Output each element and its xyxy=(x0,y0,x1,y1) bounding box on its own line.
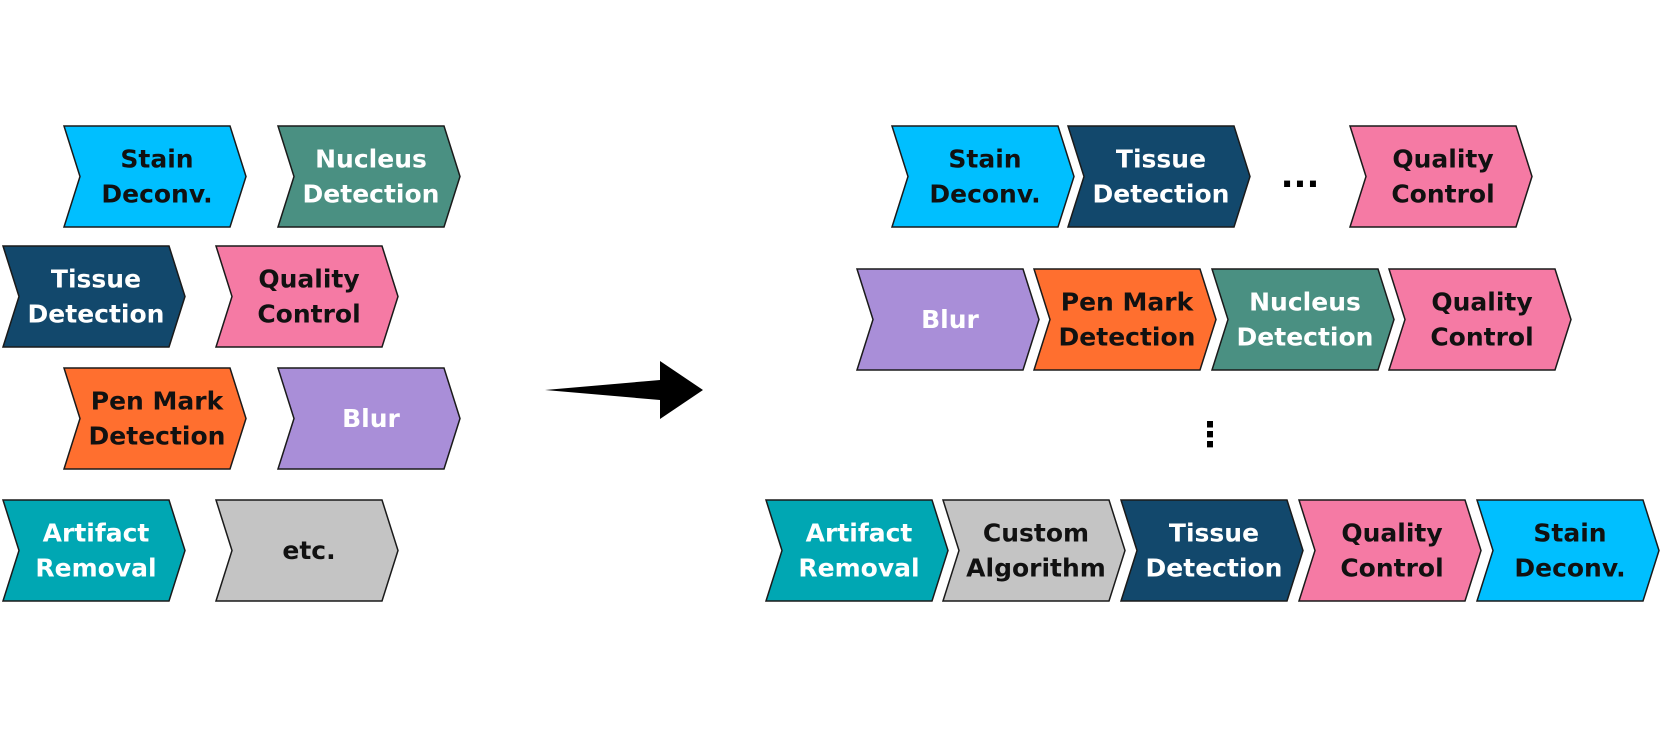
pipeline-3-step-shape xyxy=(941,499,1126,602)
pipeline-2-step: Blur xyxy=(855,268,1040,371)
pipeline-3-step-label-line: Removal xyxy=(798,554,919,583)
pipeline-3-step-label-line: Control xyxy=(1340,554,1443,583)
pipelines-group: StainDeconv.TissueDetectionQualityContro… xyxy=(764,125,1660,602)
pipeline-2-step-shape xyxy=(1210,268,1395,371)
pipeline-3: ArtifactRemovalCustomAlgorithmTissueDete… xyxy=(764,499,1660,602)
pipeline-3-step-label-line: Custom xyxy=(983,519,1089,548)
pipeline-1-gap-ellipsis: ... xyxy=(1281,156,1320,196)
building-blocks-group: StainDeconv.NucleusDetectionTissueDetect… xyxy=(1,125,461,602)
pipeline-2-step-label-line: Nucleus xyxy=(1249,288,1361,317)
pipeline-3-step-shape xyxy=(1475,499,1660,602)
pipeline-2-step-label-line: Control xyxy=(1430,323,1533,352)
pipeline-1-step-shape xyxy=(1348,125,1533,228)
pipeline-3-step-shape xyxy=(1297,499,1482,602)
pipeline-2-step-label-line: Detection xyxy=(1237,323,1374,352)
pipeline-3-step-shape xyxy=(1119,499,1304,602)
pipeline-1-step-label-line: Deconv. xyxy=(929,180,1040,209)
block-quality-control-shape xyxy=(214,245,399,348)
block-artifact-removal-shape xyxy=(1,499,186,602)
block-blur-shape xyxy=(276,367,461,470)
pipeline-3-step-label-line: Stain xyxy=(1533,519,1606,548)
pipeline-3-step-shape xyxy=(764,499,949,602)
pipeline-2-step-label-line: Detection xyxy=(1059,323,1196,352)
more-pipelines-ellipsis: ⋮ xyxy=(1193,415,1227,455)
pipeline-2-step-label-line: Pen Mark xyxy=(1061,288,1195,317)
pipeline-3-step-label-line: Deconv. xyxy=(1514,554,1625,583)
block-quality-control-label-line: Control xyxy=(257,300,360,329)
block-stain-deconv-label-line: Deconv. xyxy=(101,180,212,209)
pipeline-3-step-label-line: Tissue xyxy=(1169,519,1259,548)
block-etc-label-line: etc. xyxy=(282,536,335,565)
transform-arrow-icon xyxy=(545,361,703,419)
pipeline-2-step-label-line: Quality xyxy=(1431,288,1532,317)
pipeline-1-step-label-line: Detection xyxy=(1093,180,1230,209)
block-pen-mark-detection-shape xyxy=(62,367,247,470)
pipeline-2-step-shape xyxy=(855,268,1040,371)
block-etc: etc. xyxy=(214,499,399,602)
pipeline-1: StainDeconv.TissueDetectionQualityContro… xyxy=(890,125,1533,228)
pipeline-3-step-label-line: Quality xyxy=(1341,519,1442,548)
block-stain-deconv-shape xyxy=(62,125,247,228)
block-pen-mark-detection-label-line: Pen Mark xyxy=(91,387,225,416)
block-tissue-detection-label-line: Detection xyxy=(28,300,165,329)
block-pen-mark-detection-label-line: Detection xyxy=(89,422,226,451)
pipeline-1-step-shape xyxy=(890,125,1075,228)
pipeline-1-step-shape xyxy=(1066,125,1251,228)
pipeline-3-step-label-line: Detection xyxy=(1146,554,1283,583)
pipeline-1-step-label-line: Tissue xyxy=(1116,145,1206,174)
pipeline-1-step-label-line: Quality xyxy=(1392,145,1493,174)
pipeline-1-step-label-line: Stain xyxy=(948,145,1021,174)
block-tissue-detection-label-line: Tissue xyxy=(51,265,141,294)
block-blur-label-line: Blur xyxy=(342,404,400,433)
block-nucleus-detection-shape xyxy=(276,125,461,228)
block-nucleus-detection-label-line: Nucleus xyxy=(315,145,427,174)
pipeline-2-step-shape xyxy=(1387,268,1572,371)
block-artifact-removal-label-line: Removal xyxy=(35,554,156,583)
pipeline-3-step-label-line: Artifact xyxy=(806,519,913,548)
block-stain-deconv-label-line: Stain xyxy=(120,145,193,174)
pipeline-2-step-shape xyxy=(1032,268,1217,371)
block-nucleus-detection-label-line: Detection xyxy=(303,180,440,209)
pipeline-1-step-label-line: Control xyxy=(1391,180,1494,209)
block-artifact-removal-label-line: Artifact xyxy=(43,519,150,548)
block-tissue-detection-shape xyxy=(1,245,186,348)
block-quality-control-label-line: Quality xyxy=(258,265,359,294)
pipeline-2-step-label-line: Blur xyxy=(921,305,979,334)
block-blur: Blur xyxy=(276,367,461,470)
pipeline-3-step-label-line: Algorithm xyxy=(966,554,1106,583)
block-etc-shape xyxy=(214,499,399,602)
